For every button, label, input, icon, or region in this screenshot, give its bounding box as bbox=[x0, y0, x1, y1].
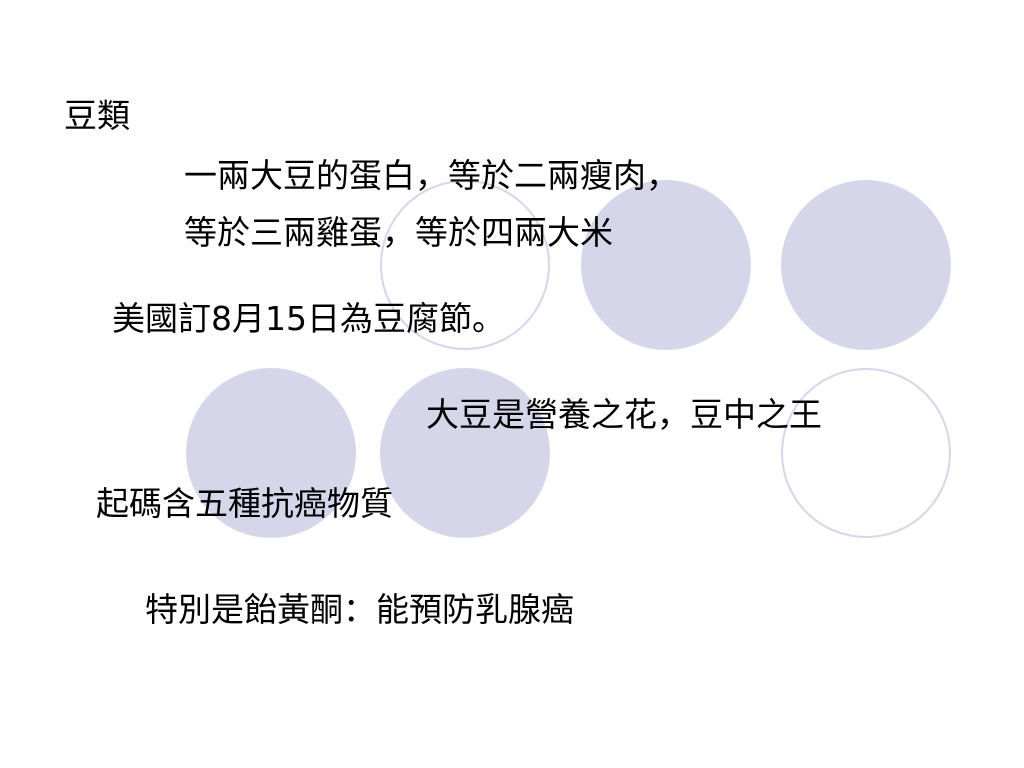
protein-comparison-line-2: 等於三兩雞蛋，等於四兩大米 bbox=[184, 213, 613, 252]
anticancer-text: 起碼含五種抗癌物質 bbox=[96, 484, 393, 523]
slide-title: 豆類 bbox=[64, 96, 130, 135]
soy-praise-text: 大豆是營養之花，豆中之王 bbox=[426, 395, 822, 434]
decorative-circle-outline bbox=[781, 368, 951, 538]
decorative-circle-filled bbox=[581, 180, 751, 350]
decorative-circle-outline bbox=[380, 180, 550, 350]
isoflavone-text: 特別是飴黃酮：能預防乳腺癌 bbox=[145, 590, 574, 629]
protein-comparison-line-1: 一兩大豆的蛋白，等於二兩瘦肉， bbox=[184, 156, 679, 195]
decorative-circle-filled bbox=[380, 368, 550, 538]
tofu-day-text: 美國訂8月15日為豆腐節。 bbox=[112, 299, 505, 338]
decorative-circle-filled bbox=[186, 368, 356, 538]
decorative-circle-filled bbox=[781, 180, 951, 350]
